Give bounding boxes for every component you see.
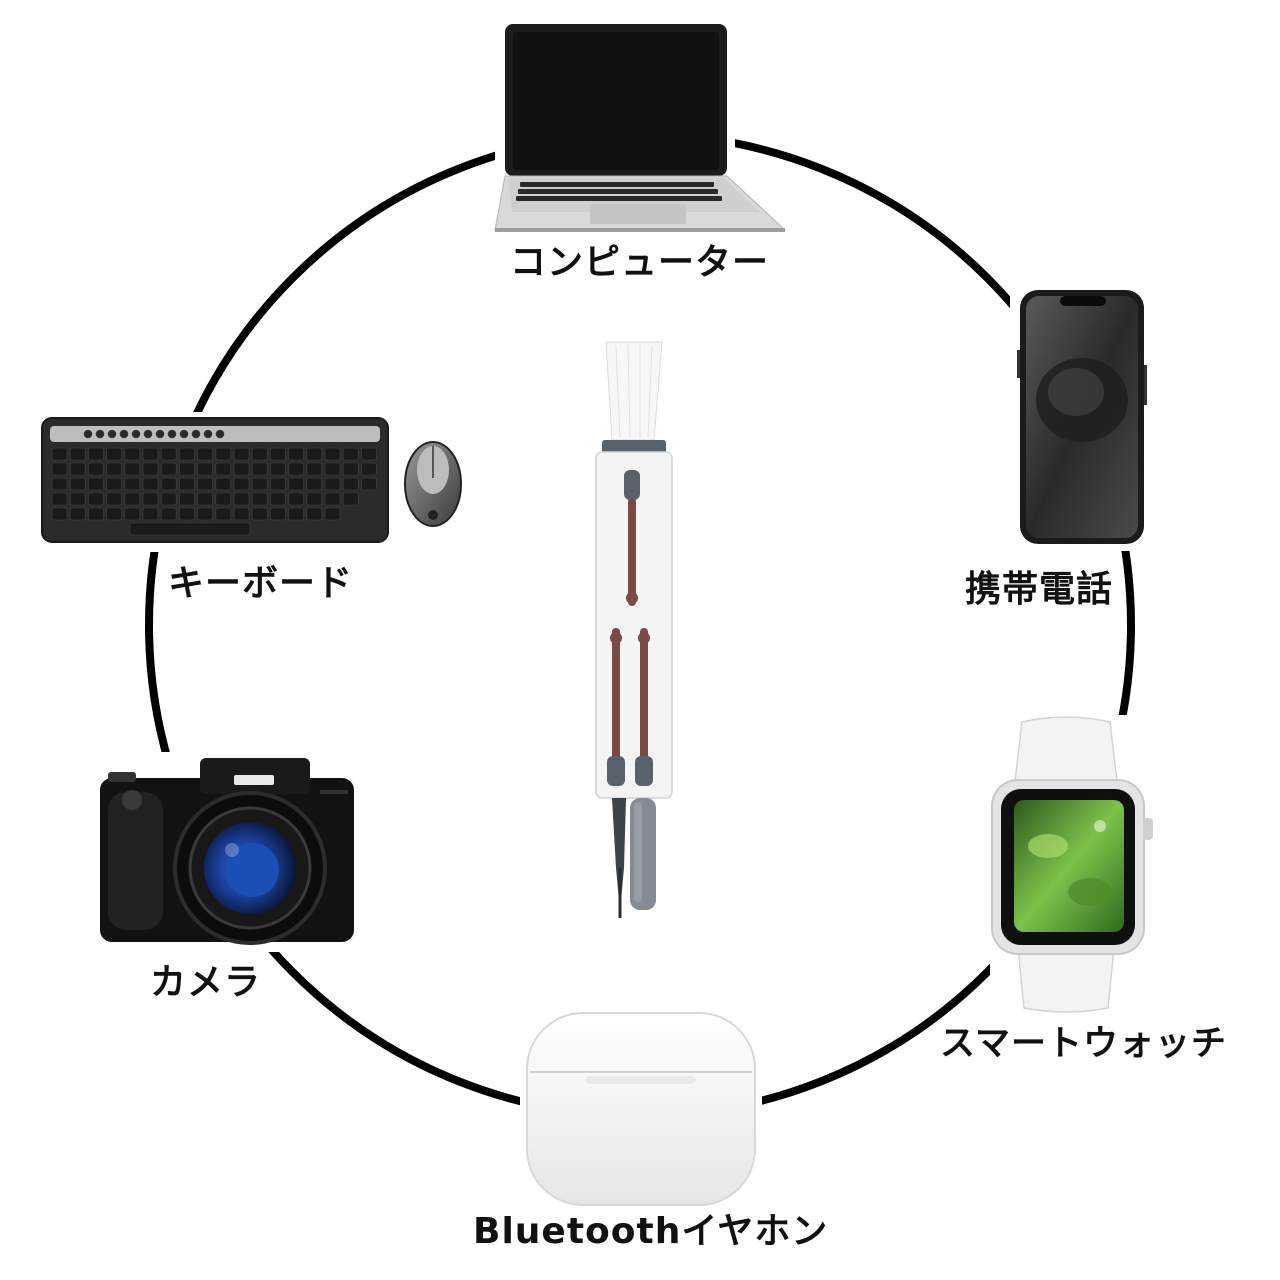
smartwatch-label: スマートウォッチ	[940, 1024, 1227, 1064]
cleaning-pen-icon	[595, 341, 673, 918]
laptop-icon	[494, 18, 787, 232]
earbuds-label: Bluetoothイヤホン	[473, 1211, 829, 1252]
earbuds-case-icon	[520, 1008, 762, 1212]
computer-label: コンピューター	[510, 242, 770, 283]
phone-label: 携帯電話	[965, 569, 1114, 610]
camera-icon	[95, 752, 357, 952]
keyboard-icon	[36, 412, 396, 552]
camera-label: カメラ	[150, 962, 262, 1003]
mouse-icon	[400, 438, 468, 530]
smartphone-icon	[1010, 283, 1156, 551]
keyboard-label: キーボード	[168, 563, 354, 604]
smartwatch-icon	[990, 715, 1160, 1015]
